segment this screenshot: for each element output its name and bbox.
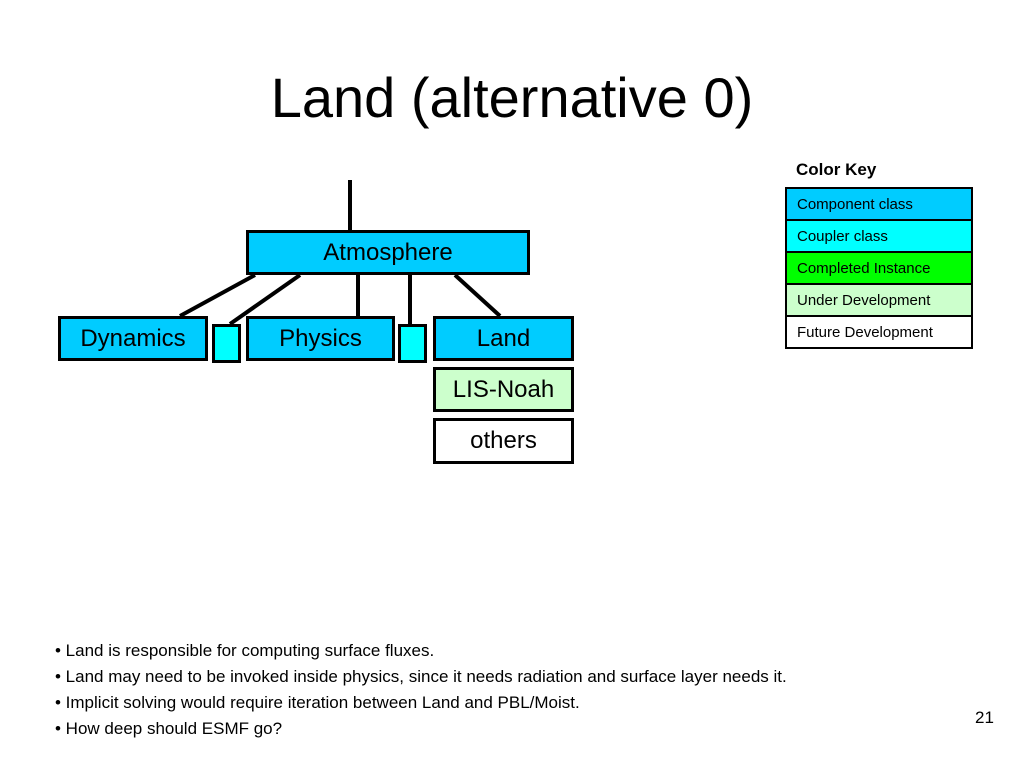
key-completed-instance: Completed Instance bbox=[785, 251, 973, 285]
dynamics-box: Dynamics bbox=[58, 316, 208, 361]
others-label: others bbox=[470, 427, 537, 454]
bullet-list: • Land is responsible for computing surf… bbox=[55, 638, 787, 742]
atmosphere-box: Atmosphere bbox=[246, 230, 530, 275]
atmosphere-label: Atmosphere bbox=[323, 238, 453, 266]
bullet-item: • Land is responsible for computing surf… bbox=[55, 641, 435, 660]
link-dynamics bbox=[179, 273, 256, 318]
physics-label: Physics bbox=[279, 324, 362, 352]
key-label: Under Development bbox=[797, 291, 931, 309]
coupler-box-1 bbox=[212, 324, 241, 363]
lis-noah-box: LIS-Noah bbox=[433, 367, 574, 412]
key-future-development: Future Development bbox=[785, 315, 973, 349]
land-label: Land bbox=[476, 324, 531, 352]
land-box: Land bbox=[433, 316, 574, 361]
key-under-development: Under Development bbox=[785, 283, 973, 317]
bullet-item: • Land may need to be invoked inside phy… bbox=[55, 667, 787, 686]
color-key-list: Component class Coupler class Completed … bbox=[785, 187, 973, 349]
bullet-item: • How deep should ESMF go? bbox=[55, 719, 283, 738]
others-box: others bbox=[433, 418, 574, 464]
key-label: Completed Instance bbox=[797, 259, 931, 277]
coupler-box-2 bbox=[398, 324, 427, 363]
lis-noah-label: LIS-Noah bbox=[452, 375, 555, 403]
link-land bbox=[453, 273, 502, 318]
bullet-item: • Implicit solving would require iterati… bbox=[55, 693, 580, 712]
key-label: Coupler class bbox=[797, 227, 888, 245]
key-label: Future Development bbox=[797, 323, 933, 341]
key-component-class: Component class bbox=[785, 187, 973, 221]
key-coupler-class: Coupler class bbox=[785, 219, 973, 253]
dynamics-label: Dynamics bbox=[80, 324, 186, 352]
slide-number: 21 bbox=[975, 708, 994, 727]
key-label: Component class bbox=[797, 195, 913, 213]
link-coupler-1 bbox=[228, 273, 302, 326]
physics-box: Physics bbox=[246, 316, 395, 361]
slide-title: Land (alternative 0) bbox=[270, 66, 754, 129]
color-key-title: Color Key bbox=[796, 160, 877, 179]
